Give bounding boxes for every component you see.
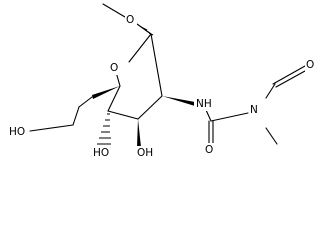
methoxy-oxygen-label: O xyxy=(126,14,134,26)
carbonyl-oxygen-label: O xyxy=(205,144,213,156)
bond-c6-oh xyxy=(72,106,80,126)
hash-c1-ome-2 xyxy=(144,29,151,34)
bond-c4-c3 xyxy=(107,110,139,120)
nitroso-oxygen-label: O xyxy=(306,59,314,71)
c4-hydroxyl-label: HO xyxy=(93,147,109,159)
wedge-c5-c6 xyxy=(92,86,120,99)
bond-c6-to-ho xyxy=(29,124,74,132)
hash-c1-ome-3 xyxy=(140,26,148,31)
bond-c1-ring-o xyxy=(128,33,152,63)
connector-bonds xyxy=(29,96,93,132)
bond-c2-c1 xyxy=(150,33,163,97)
bond-nitroso-double-1 xyxy=(272,65,306,85)
ring-oxygen-label: O xyxy=(110,62,118,74)
bond-c3-c2 xyxy=(137,95,163,120)
hashed-bonds xyxy=(97,26,154,145)
amine-nitrogen-label: NH xyxy=(196,98,212,110)
bond-nh-carbonyl-c xyxy=(205,109,212,122)
atom-labels: O O NH N O O HO HO OH xyxy=(8,12,318,160)
wedge-bonds xyxy=(92,86,195,147)
bond-methyl-oxygen xyxy=(102,3,126,18)
c3-hydroxyl-label: OH xyxy=(137,147,153,159)
wedge-c3-oh xyxy=(137,119,141,147)
urea-nitrogen-label: N xyxy=(250,104,258,116)
chemical-structure-diagram: O O NH N O O HO HO OH xyxy=(8,3,318,160)
bond-c5-c4 xyxy=(107,85,121,112)
bonds xyxy=(72,3,306,145)
hydroxymethyl-oh-label: HO xyxy=(9,126,25,138)
wedge-c2-nh xyxy=(162,96,195,106)
bond-c6-ch2 xyxy=(78,96,93,108)
bond-nitroso-double-2 xyxy=(275,70,306,88)
bond-n-nitroso-n xyxy=(265,83,276,99)
bond-carbonyl-c-n xyxy=(210,112,249,122)
bond-n-methyl xyxy=(265,127,278,145)
